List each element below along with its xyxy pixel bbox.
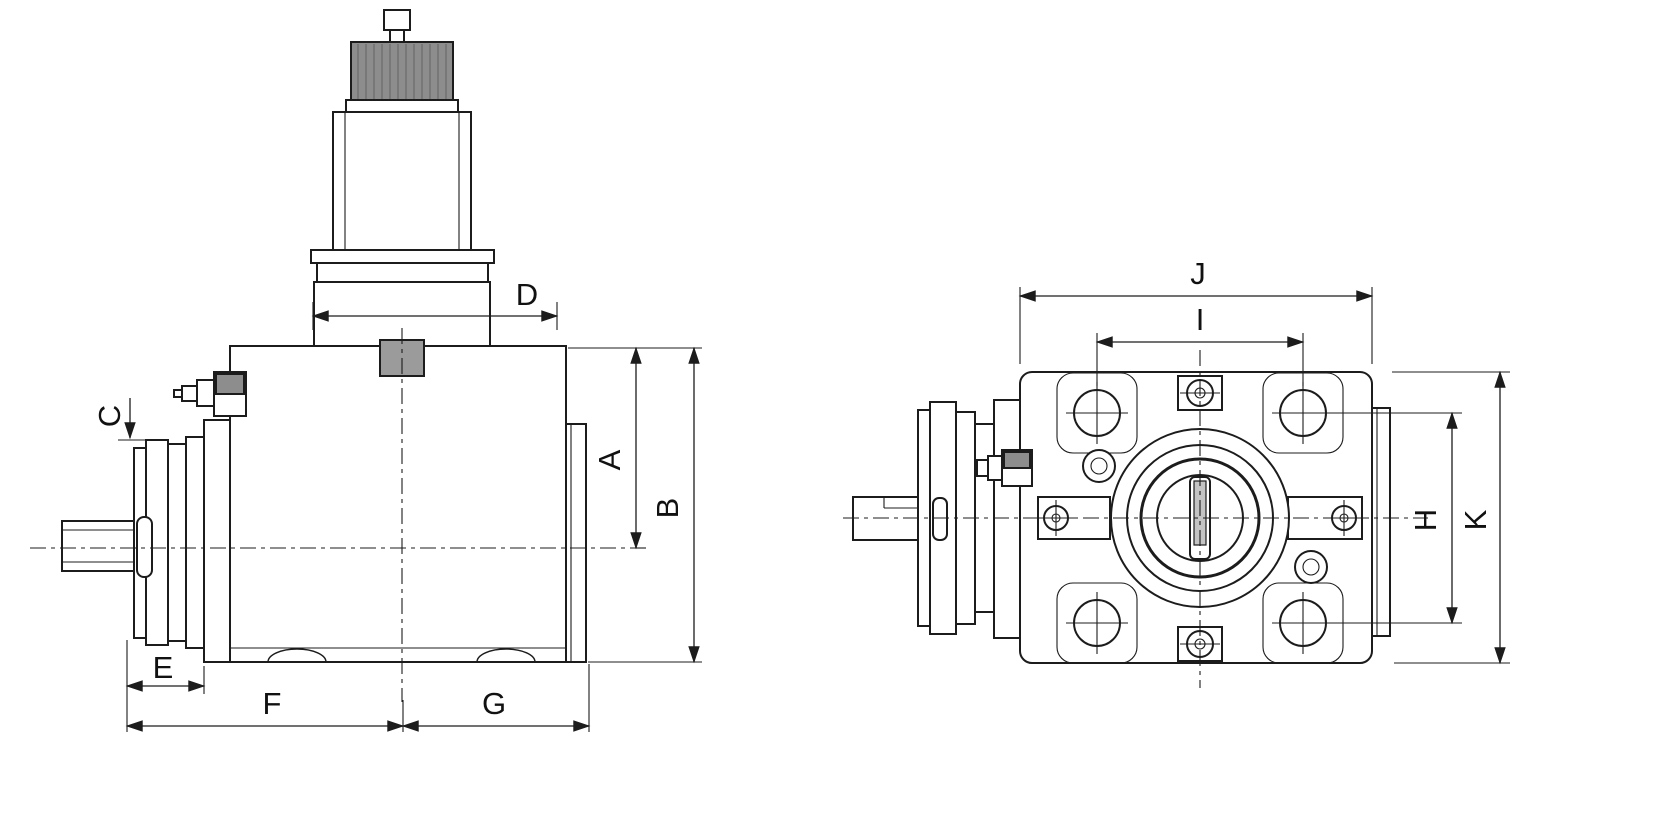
dimension-f: F (125, 686, 405, 732)
dimension-label-i: I (1196, 302, 1205, 337)
dimension-label-f: F (263, 686, 282, 721)
nipple-body (196, 379, 215, 407)
dimension-label-k: K (1458, 509, 1493, 530)
dimension-label-j: J (1190, 256, 1206, 291)
knurl-texture (357, 44, 447, 100)
output-flange-stack (61, 419, 231, 663)
spindle-bolt-neck (389, 29, 405, 43)
knurled-nut (350, 41, 454, 103)
front-cover-plate (1371, 407, 1391, 637)
flange-ring-2 (167, 443, 187, 642)
nipple-collar (215, 373, 245, 395)
nut-rim (345, 99, 459, 113)
front-view: J I H K (843, 256, 1510, 688)
spindle-boss (1110, 428, 1290, 608)
dimension-g: G (401, 664, 591, 732)
spindle-flange-ring-2 (316, 262, 489, 283)
flange-ring-1 (185, 436, 205, 649)
dimension-label-a: A (592, 449, 627, 470)
dimension-label-d: D (516, 277, 538, 312)
front-grease-nipple (976, 449, 1033, 487)
dimension-a: A (568, 346, 702, 550)
dimension-h: H (1330, 411, 1462, 625)
spindle-top-bolt (383, 9, 411, 31)
dimension-label-h: H (1408, 509, 1443, 531)
nipple-head (181, 385, 198, 402)
front-keyway-slot (932, 497, 948, 541)
output-shaft (61, 520, 135, 572)
port-circle-upper (1082, 449, 1116, 483)
mount-slot-right (476, 648, 536, 663)
flange-plate (203, 419, 231, 663)
dimension-j: J (1018, 256, 1374, 364)
dimension-e: E (125, 640, 206, 732)
dimension-b: B (588, 346, 702, 664)
dimension-k: K (1392, 370, 1510, 665)
port-circle-lower (1294, 550, 1328, 584)
grease-nipple (173, 371, 247, 417)
main-body (229, 345, 567, 663)
dimension-d: D (311, 277, 559, 330)
dimension-i: I (1095, 302, 1305, 386)
dimension-label-b: B (650, 498, 685, 519)
front-view-flange-stack (852, 399, 1021, 639)
side-view: D A B C E F (30, 9, 702, 732)
dimension-label-g: G (482, 686, 506, 721)
dimension-label-c: C (92, 405, 127, 427)
spindle-assembly (310, 9, 495, 377)
mount-slot-left (267, 648, 327, 663)
corner-bolt-br (1272, 592, 1334, 654)
spindle-column (332, 111, 472, 253)
cover-plate (565, 423, 587, 663)
corner-bolt-tl (1066, 382, 1128, 444)
keyway-slot (136, 516, 153, 578)
dimension-label-e: E (153, 650, 174, 685)
corner-bolt-tr (1272, 382, 1334, 444)
corner-bolt-bl (1066, 592, 1128, 654)
corner-pad-bl (1056, 582, 1138, 664)
nipple-tip (173, 389, 183, 398)
spindle-flange-ring (310, 249, 495, 264)
dimension-c: C (92, 398, 152, 441)
